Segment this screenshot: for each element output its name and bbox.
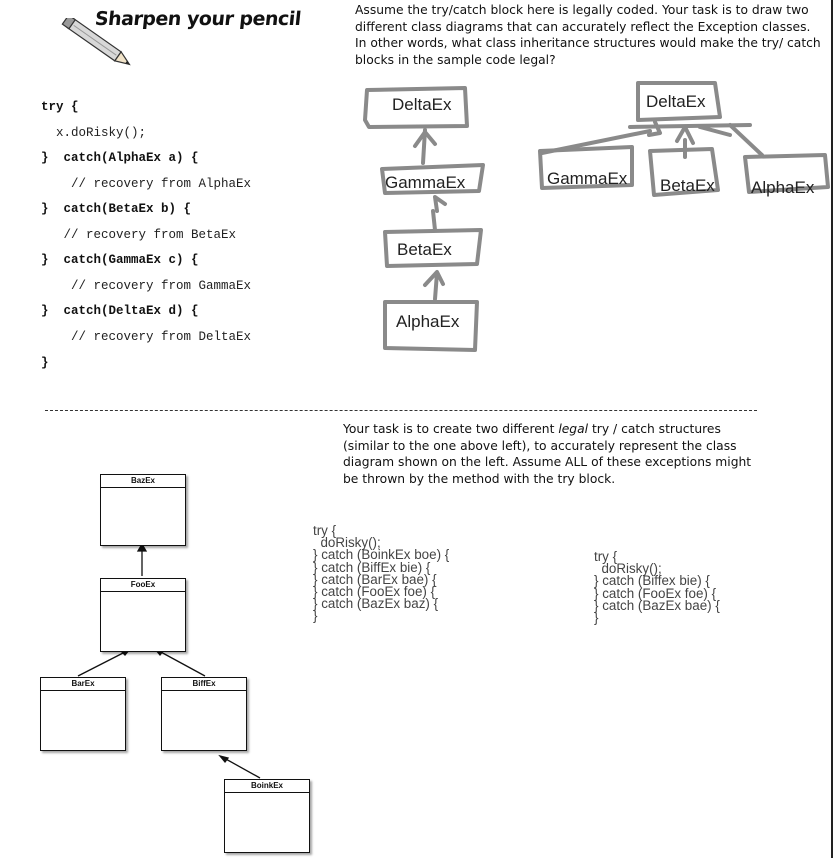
task2-instructions: Your task is to create two different leg… [343,422,752,486]
code-line: } catch(BetaEx b) { [41,202,192,216]
diagram2-sketch [538,81,830,197]
uml-fooex-label: FooEx [101,579,185,592]
answer-line: } catch (BiffEx bie) { [313,559,431,575]
diagram2-betaex-label: BetaEx [660,176,715,195]
page-right-border [831,0,833,858]
diagram2-alphaex-label: AlphaEx [751,178,815,197]
pencil-icon [61,18,131,66]
diagram1-deltaex-label: DeltaEx [392,95,452,114]
intro-instructions: Assume the try/catch block here is legal… [355,3,821,67]
answer-line: doRisky(); [313,535,381,551]
diagram1-sketch [363,86,485,352]
answer2-try-catch: try { doRisky();} catch (Biffex bie) {} … [594,549,720,626]
uml-biffex-label: BiffEx [162,678,246,691]
answer-line: doRisky(); [594,561,662,577]
answer1-try-catch: try { doRisky();} catch (BoinkEx boe) {}… [313,523,450,624]
code-line: } [41,356,49,370]
diagram1-betaex-label: BetaEx [397,240,452,259]
answer-line: } catch (Biffex bie) { [594,573,710,589]
answer-line: } catch (FooEx foe) { [313,584,436,600]
answer-line: try { [313,523,337,538]
code-line: x.doRisky(); [41,126,147,140]
answer-line: try { [594,549,618,564]
uml-bazex-box: BazEx [100,474,186,546]
code-line: } catch(GammaEx c) { [41,253,199,267]
uml-biffex-box: BiffEx [161,677,247,751]
answer-line: } [313,608,318,624]
diagram2-gammaex-label: GammaEx [547,169,628,188]
code-line: } catch(AlphaEx a) { [41,151,199,165]
uml-boinkex-box: BoinkEx [224,779,310,853]
answer-line: } [594,610,599,626]
uml-barex-box: BarEx [40,677,126,751]
code-line: // recovery from BetaEx [41,228,237,242]
code-line: // recovery from GammaEx [41,279,252,293]
uml-fooex-box: FooEx [100,578,186,652]
answer-line: } catch (BoinkEx boe) { [313,547,450,563]
uml-barex-label: BarEx [41,678,125,691]
code-line: // recovery from AlphaEx [41,177,252,191]
section-divider [45,410,757,411]
uml-boinkex-label: BoinkEx [225,780,309,793]
answer-line: } catch (BazEx baz) { [313,596,439,612]
diagram1-alphaex-label: AlphaEx [396,312,460,331]
code-line: try { [41,100,79,114]
code-line: } catch(DeltaEx d) { [41,304,199,318]
answer-line: } catch (FooEx foe) { [594,585,717,601]
diagram1-gammaex-label: GammaEx [385,173,466,192]
diagram2-deltaex-label: DeltaEx [646,92,706,111]
code-line: // recovery from DeltaEx [41,330,252,344]
answer-line: } catch (BarEx bae) { [313,571,437,587]
uml-bazex-label: BazEx [101,475,185,488]
answer-line: } catch (BazEx bae) { [594,597,720,613]
